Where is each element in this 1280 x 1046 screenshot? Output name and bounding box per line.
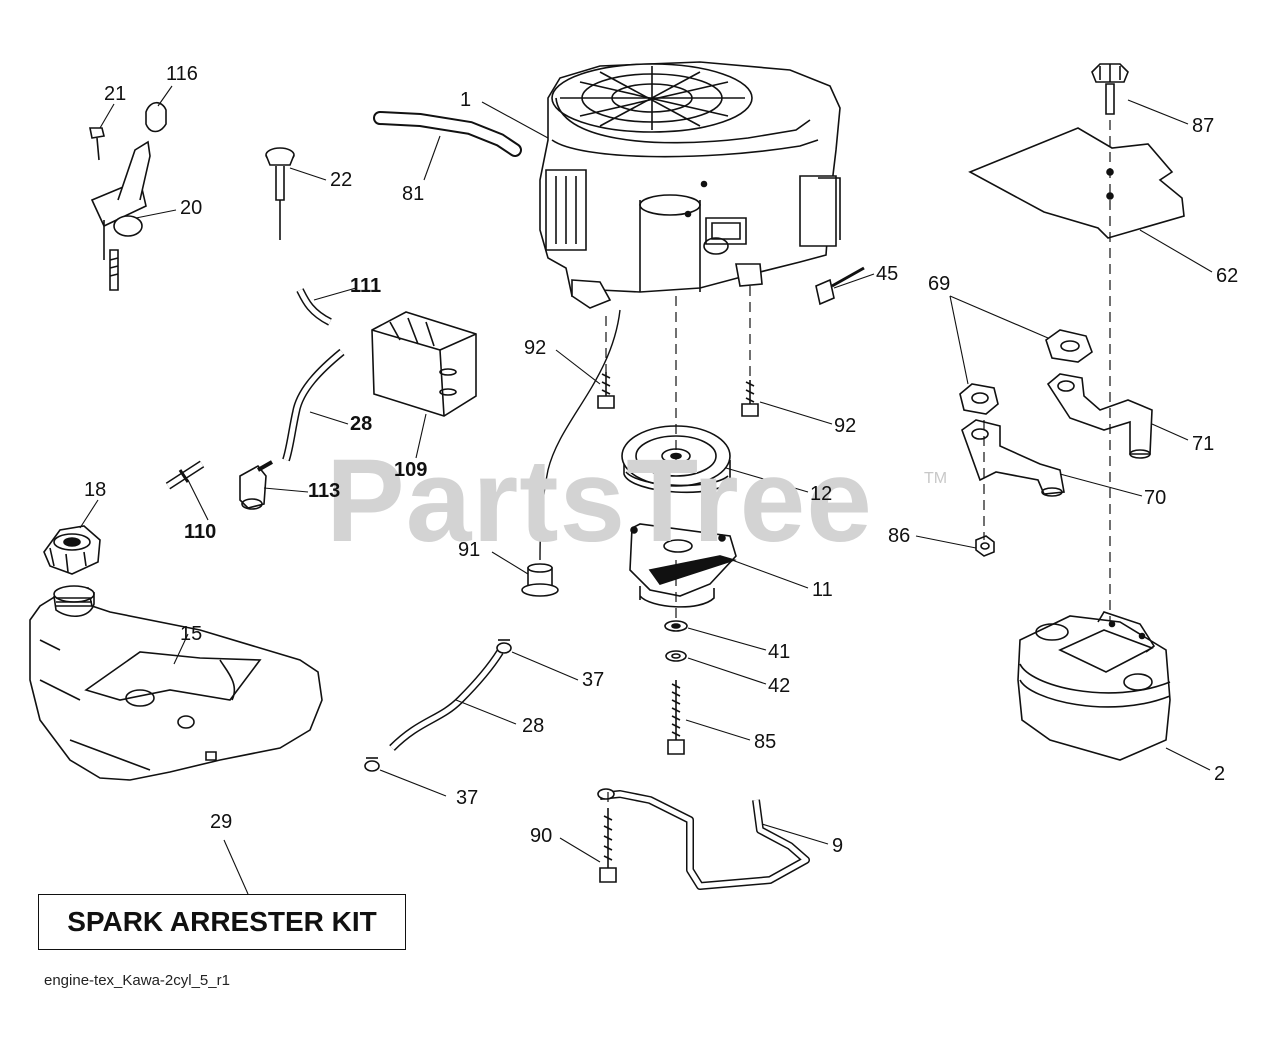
nut-part-86[interactable]: [976, 536, 994, 556]
watermark-trademark: TM: [924, 470, 948, 487]
hose-part-81[interactable]: [380, 118, 515, 150]
washer-part-41[interactable]: [665, 621, 687, 631]
bolt-part-87[interactable]: [1092, 64, 1128, 114]
callout-70[interactable]: 70: [1144, 487, 1167, 509]
spark-arrester-kit-label: SPARK ARRESTER KIT: [67, 906, 377, 937]
clamp-part-37-lower[interactable]: [365, 758, 379, 771]
callout-22[interactable]: 22: [330, 169, 353, 191]
callout-12[interactable]: 12: [810, 483, 833, 505]
callout-29[interactable]: 29: [210, 811, 233, 833]
fuel-line-part-28[interactable]: [286, 352, 342, 460]
exhaust-pipe-part-71[interactable]: [1048, 374, 1152, 458]
callout-113[interactable]: 113: [308, 480, 341, 502]
spark-plug-part-45[interactable]: [816, 268, 864, 304]
callout-91[interactable]: 91: [458, 539, 481, 561]
clutch-part-11[interactable]: [630, 524, 736, 607]
callout-1[interactable]: 1: [460, 89, 472, 111]
callout-21[interactable]: 21: [104, 83, 127, 105]
callout-41[interactable]: 41: [768, 641, 791, 663]
center-lines: [606, 120, 1110, 808]
vent-hose: [540, 310, 620, 560]
fuel-line-part-111[interactable]: [300, 290, 330, 322]
engine-part-1[interactable]: [540, 62, 840, 308]
callout-71[interactable]: 71: [1192, 433, 1215, 455]
callout-28-upper[interactable]: 28: [350, 413, 373, 435]
heat-shield-part-62[interactable]: [970, 128, 1184, 238]
clamp-part-37-upper[interactable]: [497, 640, 511, 653]
callout-86[interactable]: 86: [888, 525, 911, 547]
bushing-part-91[interactable]: [522, 564, 558, 596]
callout-111[interactable]: 111: [350, 275, 382, 297]
fuel-cap-part-18[interactable]: [44, 526, 100, 574]
washer-part-42[interactable]: [666, 651, 686, 661]
spark-arrester-kit-box[interactable]: SPARK ARRESTER KIT: [38, 894, 406, 950]
callout-92-left[interactable]: 92: [524, 337, 547, 359]
callout-45[interactable]: 45: [876, 263, 899, 285]
bolt-part-92-left[interactable]: [598, 372, 614, 408]
callout-81[interactable]: 81: [402, 183, 425, 205]
callout-11[interactable]: 11: [812, 579, 833, 601]
callout-15[interactable]: 15: [180, 623, 203, 645]
callout-116[interactable]: 116: [166, 63, 198, 85]
callout-9[interactable]: 9: [832, 835, 844, 857]
knob-part-22[interactable]: [266, 148, 294, 240]
leader-lines: [80, 86, 1212, 894]
drawing-id: engine-tex_Kawa-2cyl_5_r1: [44, 972, 230, 989]
throttle-control-part-20[interactable]: [92, 142, 150, 290]
gasket-part-69-upper[interactable]: [1046, 330, 1092, 362]
callout-37-upper[interactable]: 37: [582, 669, 605, 691]
screw-part-21[interactable]: [90, 128, 104, 160]
callout-69[interactable]: 69: [928, 273, 951, 295]
knob-part-116[interactable]: [146, 103, 166, 132]
callout-92-right[interactable]: 92: [834, 415, 857, 437]
callout-85[interactable]: 85: [754, 731, 777, 753]
callout-37-lower[interactable]: 37: [456, 787, 479, 809]
fuel-tank-part-15[interactable]: [30, 586, 322, 780]
callout-2[interactable]: 2: [1214, 763, 1226, 785]
bolt-part-90[interactable]: [600, 808, 616, 882]
callout-87[interactable]: 87: [1192, 115, 1215, 137]
gasket-part-69-lower[interactable]: [960, 384, 998, 414]
callout-20[interactable]: 20: [180, 197, 203, 219]
fuel-filter-part-113[interactable]: [240, 462, 272, 509]
rod-part-9[interactable]: [598, 789, 806, 886]
callout-90[interactable]: 90: [530, 825, 553, 847]
bolt-part-85[interactable]: [668, 680, 684, 754]
muffler-part-2[interactable]: [1018, 612, 1170, 760]
callout-109[interactable]: 109: [394, 459, 428, 481]
callout-28-lower[interactable]: 28: [522, 715, 545, 737]
callout-42[interactable]: 42: [768, 675, 791, 697]
callout-62[interactable]: 62: [1216, 265, 1239, 287]
callout-110[interactable]: 110: [184, 521, 217, 543]
connector-part-110[interactable]: [168, 464, 202, 486]
fuel-line-part-28-lower[interactable]: [392, 652, 500, 748]
watermark: PartsTree: [326, 435, 873, 567]
filter-part-109[interactable]: [372, 312, 476, 416]
exhaust-pipe-part-70[interactable]: [962, 420, 1064, 496]
bolt-part-92-right[interactable]: [742, 380, 758, 416]
callout-18[interactable]: 18: [84, 479, 107, 501]
